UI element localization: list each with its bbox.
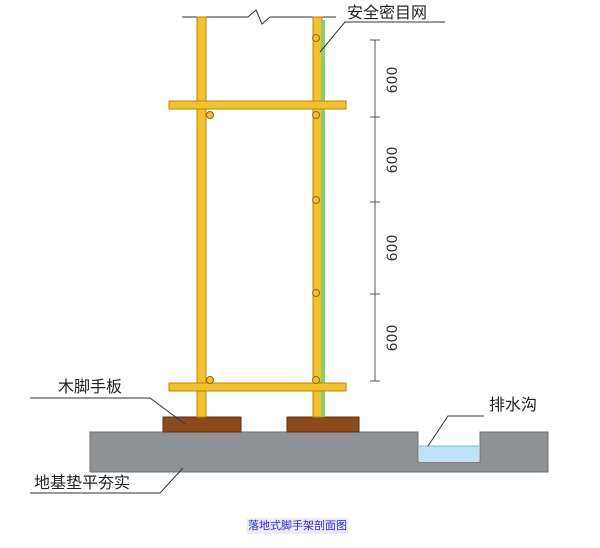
dimension-label-2: 600	[385, 147, 401, 174]
ledger-top	[168, 100, 347, 110]
pole-right	[312, 16, 323, 418]
label-safety-net: 安全密目网	[347, 3, 427, 22]
pole-left	[196, 16, 207, 418]
dimension-label-1: 600	[385, 67, 401, 94]
dimension-line	[370, 39, 380, 382]
safety-net	[321, 20, 325, 417]
diagram-caption: 落地式脚手架剖面图	[247, 518, 348, 534]
ledger-bottom	[168, 382, 347, 392]
label-wood-board: 木脚手板	[58, 377, 122, 396]
break-line	[182, 9, 336, 25]
label-drain: 排水沟	[489, 395, 537, 414]
couplers	[206, 34, 320, 384]
label-foundation: 地基垫平夯实	[34, 473, 130, 492]
wood-board-left	[162, 416, 242, 433]
wood-board-right	[286, 416, 360, 433]
leader-lines	[30, 21, 484, 494]
foundation-ground	[89, 431, 549, 473]
scaffold-poles	[196, 16, 323, 418]
scaffold-ledgers	[168, 100, 347, 392]
dimension-label-3: 600	[385, 235, 401, 262]
drain-water	[419, 446, 479, 462]
dimension-label-4: 600	[385, 325, 401, 352]
